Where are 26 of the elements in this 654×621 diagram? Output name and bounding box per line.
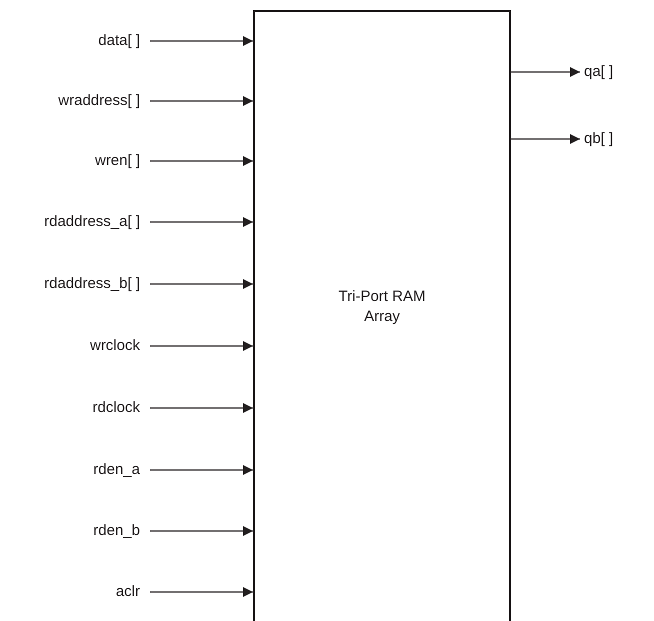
signal-arrow: [150, 403, 253, 413]
input-signal-label: aclr: [116, 583, 140, 601]
input-signal-label: rden_b: [93, 522, 140, 540]
signal-arrow: [150, 526, 253, 536]
input-signal-label: wrclock: [90, 337, 140, 355]
output-signal-label: qb[ ]: [584, 130, 614, 148]
signal-arrow: [150, 217, 253, 227]
signal-arrow: [150, 587, 253, 597]
block-label: Tri-Port RAM Array: [338, 287, 426, 326]
input-signal-label: wren[ ]: [94, 152, 140, 170]
signal-arrow: [150, 341, 253, 351]
input-signal-label: rdaddress_b[ ]: [44, 275, 140, 293]
signal-arrow: [511, 134, 580, 144]
signal-arrow: [150, 36, 253, 46]
signal-arrow: [150, 279, 253, 289]
input-signal-label: rden_a: [93, 461, 140, 479]
input-signal-label: data[ ]: [98, 32, 140, 50]
signal-arrow: [511, 67, 580, 77]
signal-arrow: [150, 156, 253, 166]
signal-arrow: [150, 465, 253, 475]
input-signal-label: wraddress[ ]: [58, 92, 140, 110]
ram-array-block: [253, 10, 511, 621]
input-signal-label: rdaddress_a[ ]: [44, 213, 140, 231]
output-signal-label: qa[ ]: [584, 63, 614, 81]
input-signal-label: rdclock: [92, 399, 140, 417]
signal-arrow: [150, 96, 253, 106]
